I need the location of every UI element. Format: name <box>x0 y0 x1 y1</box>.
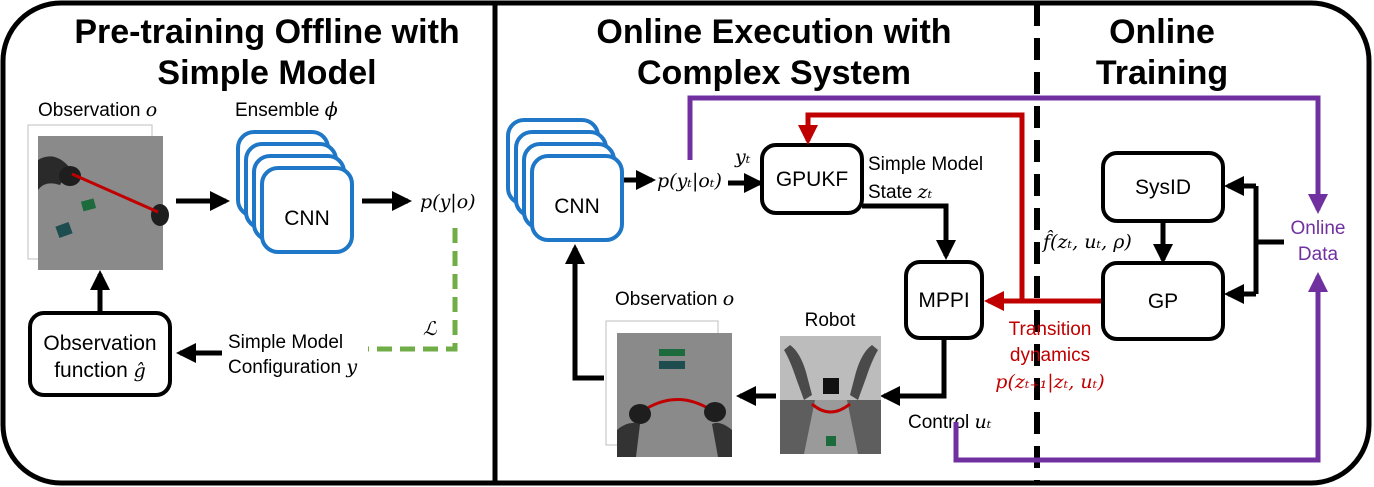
robot-image <box>780 336 881 454</box>
control-label: Control uₜ <box>908 411 992 433</box>
gp-box <box>1101 261 1225 341</box>
gpukf-box <box>760 143 864 215</box>
execution-title-line2: Complex System <box>637 54 911 92</box>
execution-observation-image <box>617 333 732 457</box>
obsfn-line1: Observation <box>43 332 156 355</box>
observation-function-box <box>28 311 172 397</box>
robot-label: Robot <box>805 310 856 331</box>
state-line2: State zₜ <box>868 181 933 203</box>
pretraining-title-line1: Pre-training Offline with <box>74 13 459 51</box>
sysid-label: SysID <box>1135 176 1191 199</box>
data-path-bottom <box>953 272 1328 463</box>
pretraining-title-line2: Simple Model <box>157 54 376 92</box>
mppi-label: MPPI <box>918 289 969 312</box>
state-line1: Simple Model <box>868 154 983 175</box>
config-line2: Configuration y <box>228 356 357 378</box>
ensemble-cnn-stack <box>236 130 354 254</box>
transition-formula: p(zₜ₊₁|zₜ, uₜ) <box>995 371 1104 393</box>
gpukf-label: GPUKF <box>776 168 848 191</box>
config-line1: Simple Model <box>228 332 343 353</box>
transition-line2: dynamics <box>1010 345 1090 366</box>
training-title-line2: Training <box>1096 54 1228 92</box>
pretrain-observation-image <box>38 136 169 270</box>
transition-line1: Transition <box>1009 319 1092 340</box>
sysid-box <box>1101 151 1225 223</box>
execution-title-line1: Online Execution with <box>596 13 951 51</box>
cnn-output-prob: p(yₜ|oₜ) <box>657 170 722 192</box>
pretrain-output-prob: p(y|o) <box>420 191 476 213</box>
ensemble-cnn-label: CNN <box>284 207 330 230</box>
loss-dashed-line <box>368 228 458 352</box>
ensemble-label: Ensemble ϕ <box>235 99 338 121</box>
online-data-line1: Online <box>1291 218 1346 239</box>
fhat-label: f̂(zₜ, uₜ, ρ) <box>1041 230 1132 253</box>
arrow-obs-to-cnn <box>565 244 604 381</box>
training-title-line1: Online <box>1109 13 1215 51</box>
transition-dynamics-feedback-line <box>798 112 1025 301</box>
execution-cnn-stack <box>506 118 624 242</box>
obsfn-line2: function ĝ <box>54 359 146 382</box>
arrow-gpukf-to-mppi <box>862 203 956 260</box>
loss-symbol: ℒ <box>423 318 438 340</box>
pretrain-observation-label: Observation o <box>38 99 157 121</box>
arrow-mppi-to-robot <box>880 340 947 406</box>
execution-cnn-label: CNN <box>554 195 600 218</box>
execution-observation-label: Observation o <box>615 288 734 310</box>
gp-label: GP <box>1148 290 1178 313</box>
yt-label: yₜ <box>734 146 751 168</box>
mppi-box <box>904 260 984 340</box>
data-path-top <box>687 95 1328 214</box>
online-data-line2: Data <box>1298 244 1339 265</box>
